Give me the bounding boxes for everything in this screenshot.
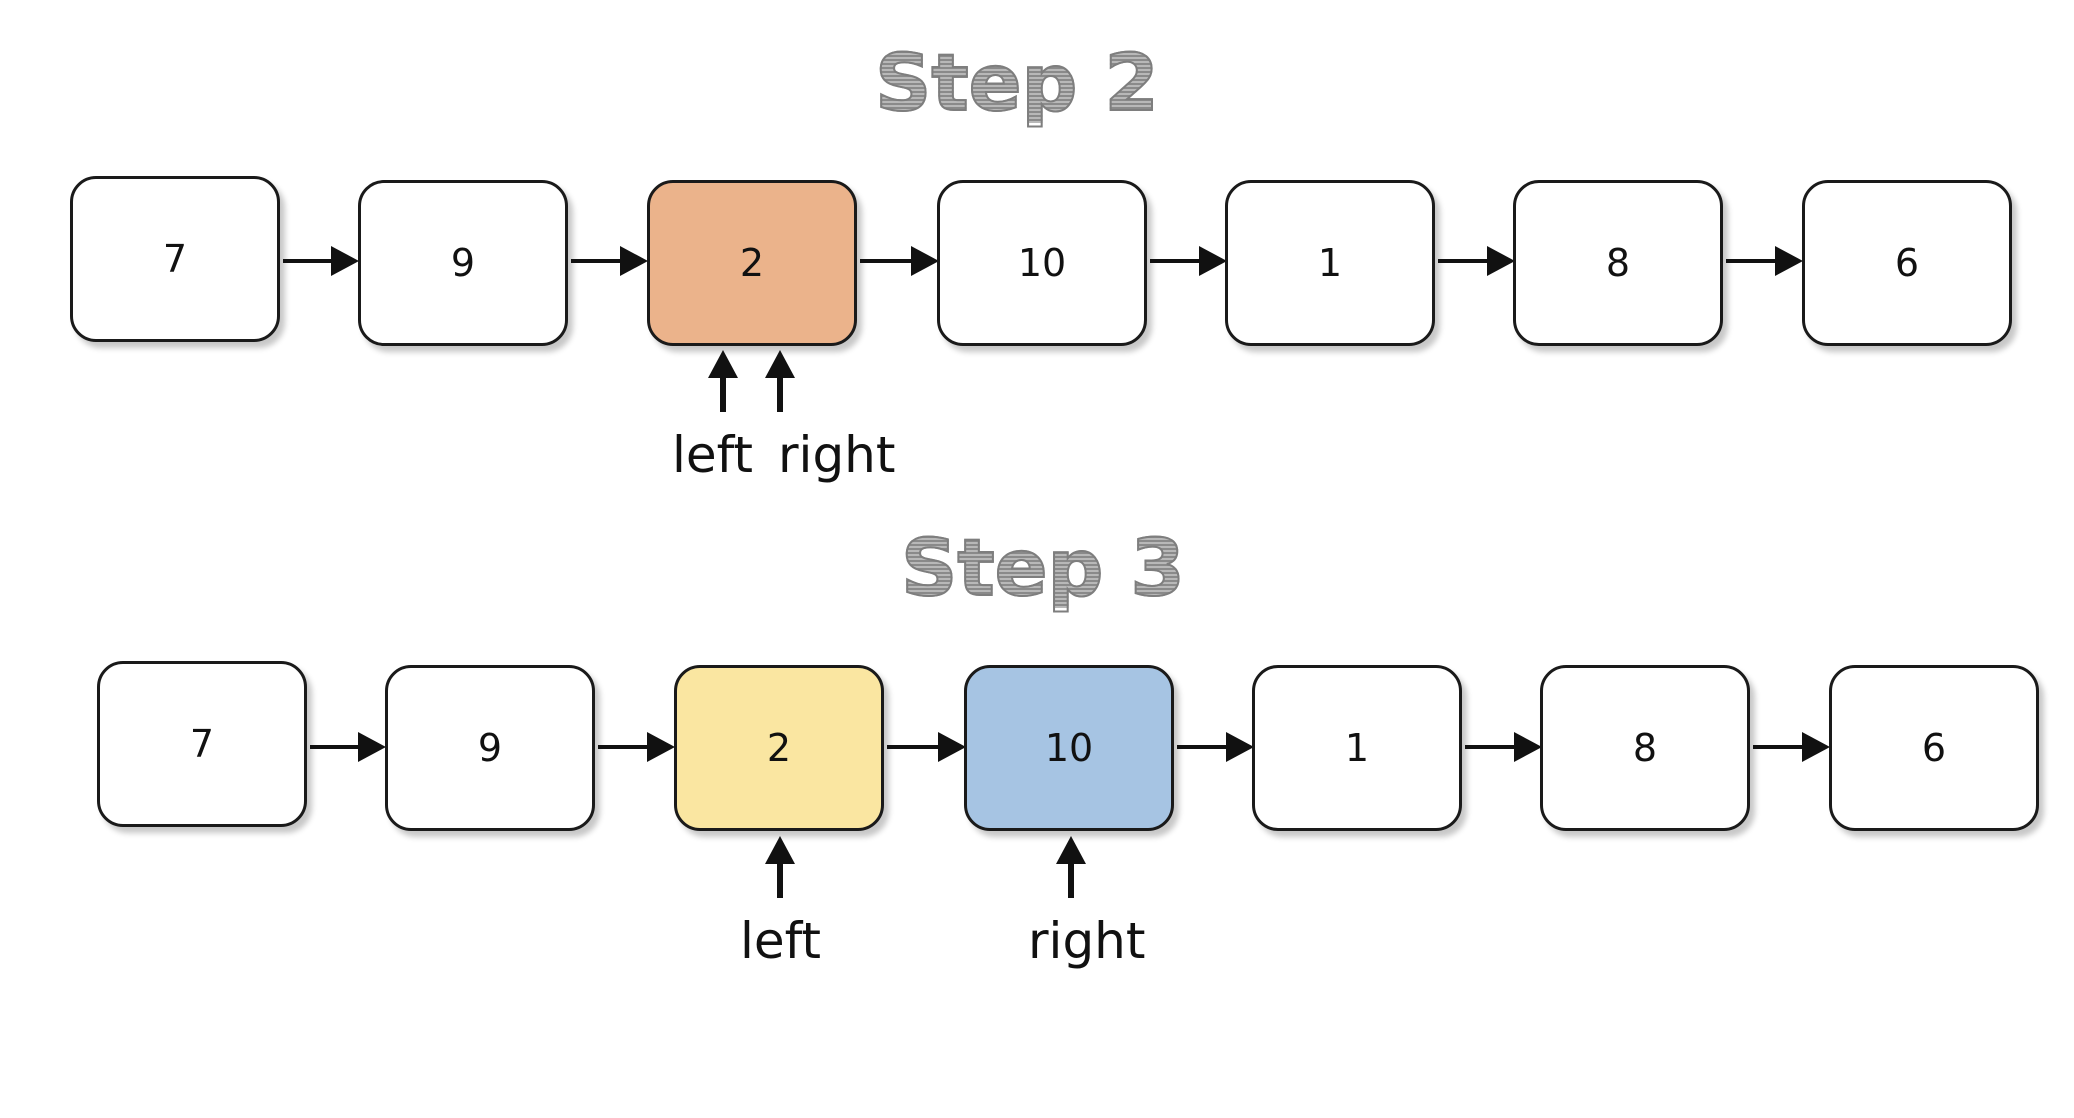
right-pointer-label: right [778, 426, 896, 484]
node-step2-7: 6 [1802, 180, 2012, 346]
link-arrow [1726, 246, 1803, 276]
left-pointer-label: left [740, 912, 821, 970]
node-step2-2: 9 [358, 180, 568, 346]
node-step2-5: 1 [1225, 180, 1435, 346]
right-pointer-label: right [1028, 912, 1146, 970]
left-pointer-label: left [672, 426, 753, 484]
step-2-title: Step 2 [0, 44, 2054, 124]
node-step3-3-left: 2 [674, 665, 884, 831]
link-arrow [1177, 732, 1254, 762]
node-step3-2: 9 [385, 665, 595, 831]
link-arrow [598, 732, 675, 762]
link-arrow [1753, 732, 1830, 762]
link-arrow [1150, 246, 1227, 276]
link-arrow [860, 246, 939, 276]
node-step3-4-right: 10 [964, 665, 1174, 831]
right-pointer-arrow-icon [765, 350, 795, 412]
right-pointer-arrow-icon [1056, 836, 1086, 898]
node-step3-5: 1 [1252, 665, 1462, 831]
link-arrow [571, 246, 648, 276]
link-arrow [310, 732, 386, 762]
node-step3-7: 6 [1829, 665, 2039, 831]
node-step2-1: 7 [70, 176, 280, 342]
left-pointer-arrow-icon [708, 350, 738, 412]
link-arrow [1438, 246, 1515, 276]
node-step2-3-current: 2 [647, 180, 857, 346]
link-arrow [283, 246, 359, 276]
left-pointer-arrow-icon [765, 836, 795, 898]
node-step2-6: 8 [1513, 180, 1723, 346]
node-step3-6: 8 [1540, 665, 1750, 831]
node-step2-4: 10 [937, 180, 1147, 346]
link-arrow [1465, 732, 1542, 762]
node-step3-1: 7 [97, 661, 307, 827]
link-arrow [887, 732, 966, 762]
step-3-title: Step 3 [6, 529, 2074, 609]
